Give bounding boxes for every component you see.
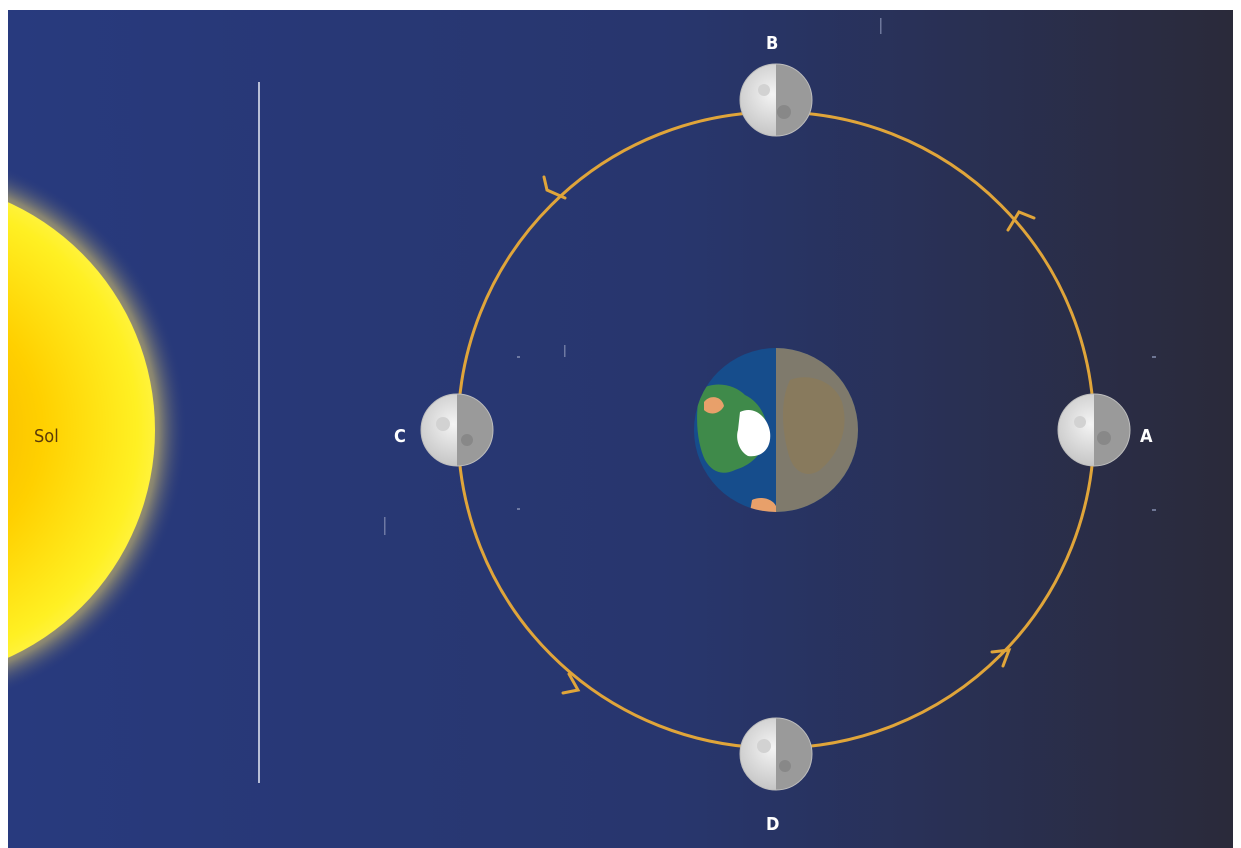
space-background [8, 10, 1233, 848]
stars [384, 18, 1156, 535]
right-margin [1233, 0, 1241, 848]
orbit-arrow-upper-left [542, 175, 567, 200]
orbit-arrow-lower-left [561, 672, 581, 695]
moon-label-c: C [394, 426, 406, 447]
earth-icon [694, 348, 858, 512]
moon-label-b: B [766, 33, 778, 54]
moon-label-d: D [766, 814, 779, 835]
orbit-arrow-lower-right [990, 648, 1012, 668]
sun-label: Sol [34, 426, 59, 447]
orbit-arrow-upper-right [1006, 210, 1036, 232]
moon-icon [739, 63, 813, 137]
moon-icon [420, 393, 494, 467]
left-margin [0, 0, 8, 848]
moon-label-a: A [1140, 426, 1153, 447]
orbit-arrows [542, 175, 1036, 695]
moon-icon [739, 717, 813, 791]
moon-icon [1057, 393, 1131, 467]
sun-icon [0, 164, 187, 696]
